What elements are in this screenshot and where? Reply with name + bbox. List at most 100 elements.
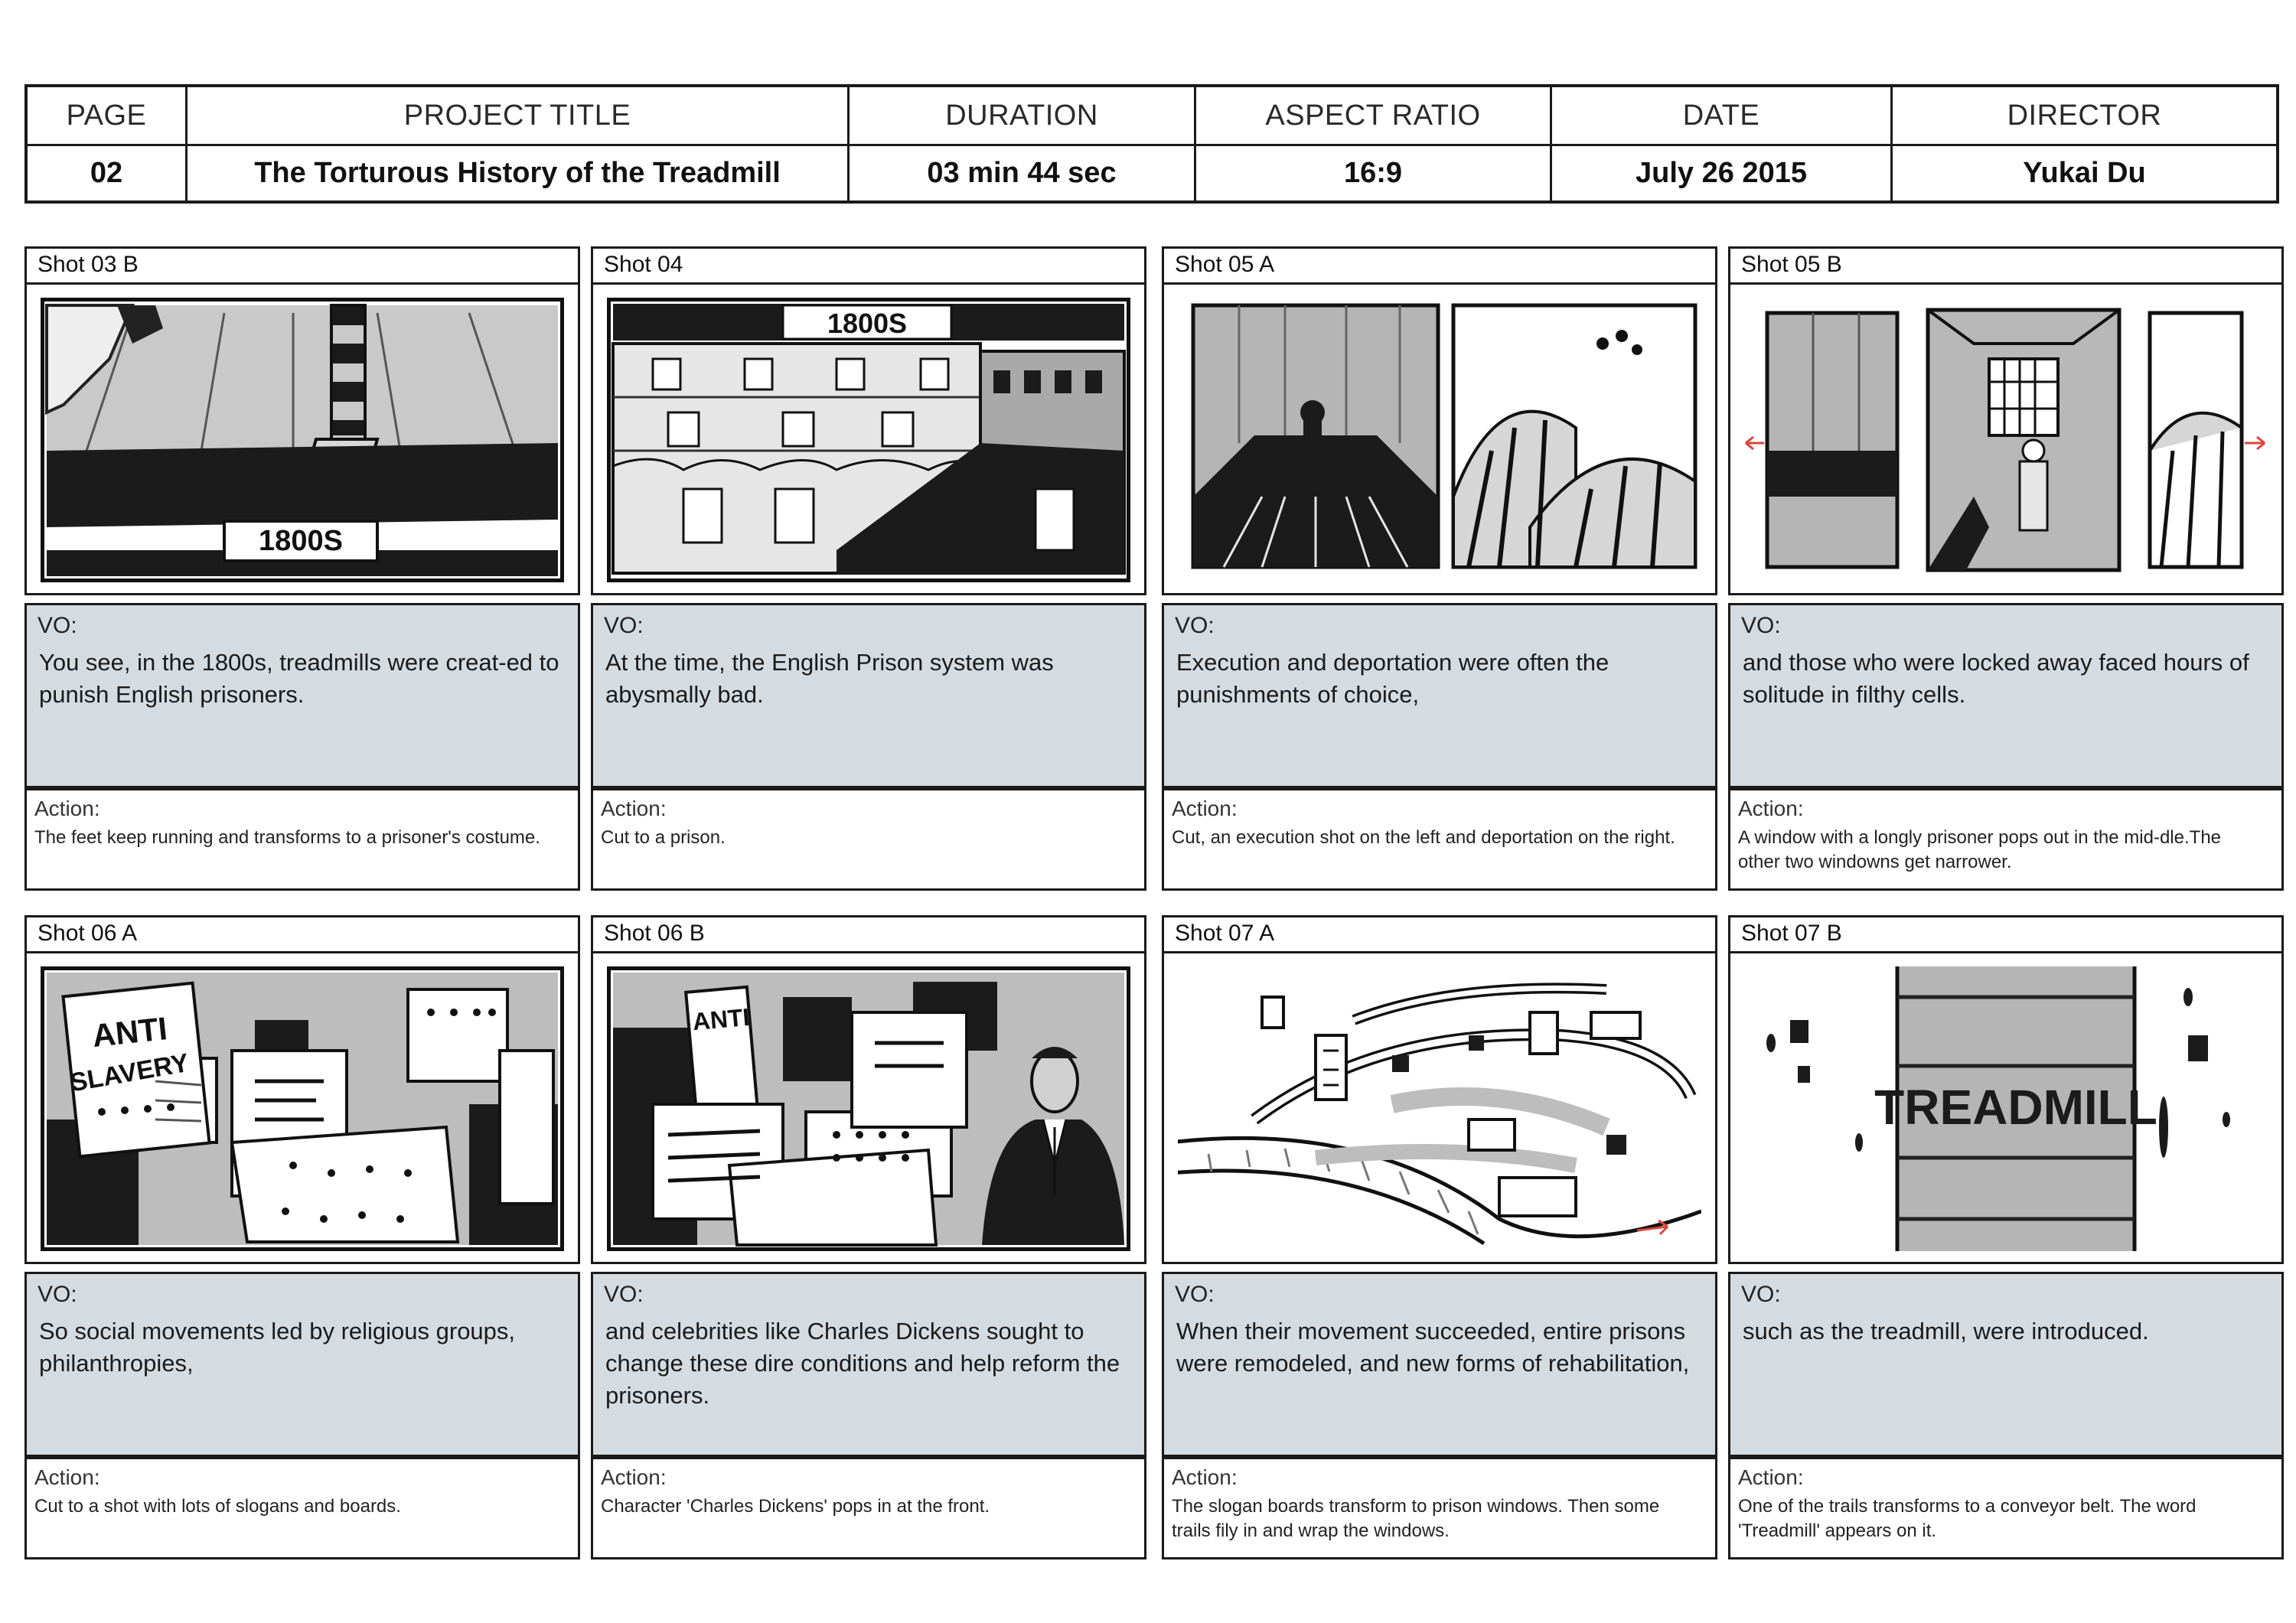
vo-label: VO: xyxy=(604,613,644,638)
storyboard-panel: Shot 05 A VO: Execution and deportation … xyxy=(1162,246,1717,891)
project-title-value: The Torturous History of the Treadmill xyxy=(254,157,781,189)
vo-box: VO: and those who were locked away faced… xyxy=(1728,603,2284,788)
action-text: The feet keep running and transforms to … xyxy=(34,827,540,848)
vo-label: VO: xyxy=(38,1282,77,1307)
vo-text: and celebrities like Charles Dickens sou… xyxy=(605,1318,1120,1409)
action-label: Action: xyxy=(34,797,100,820)
action-label: Action: xyxy=(601,1465,667,1489)
storyboard-panel: Shot 07 A xyxy=(1162,915,1717,1559)
vo-label: VO: xyxy=(604,1282,644,1307)
shot-label: Shot 05 B xyxy=(1741,252,1842,277)
sign-1800s: 1800S xyxy=(259,525,343,557)
sketch-trails-windows xyxy=(1178,983,1701,1251)
shot-box: Shot 06 B ANTI xyxy=(591,915,1146,1264)
shot-label: Shot 06 A xyxy=(38,921,138,946)
director-column: DIRECTOR Yukai Du xyxy=(1893,87,2276,200)
storyboard-panel: Shot 03 B 1800S VO: You see, in xyxy=(24,246,580,891)
shot-box: Shot 05 B xyxy=(1728,246,2284,595)
shot-label: Shot 05 A xyxy=(1175,252,1275,277)
duration-label: DURATION xyxy=(850,87,1194,146)
vo-text: So social movements led by religious gro… xyxy=(39,1318,516,1377)
vo-box: VO: When their movement succeeded, entir… xyxy=(1162,1272,1717,1457)
sketch-prison: 1800S xyxy=(607,298,1130,582)
shot-label: Shot 07 B xyxy=(1741,921,1842,946)
page-label: PAGE xyxy=(28,87,185,146)
divider xyxy=(1730,951,2281,953)
shot-label: Shot 06 B xyxy=(604,921,705,946)
storyboard-panel: Shot 07 B TREADMILL VO: such as the trea… xyxy=(1728,915,2284,1559)
action-text: The slogan boards transform to prison wi… xyxy=(1172,1496,1660,1541)
storyboard-panel: Shot 06 A xyxy=(24,915,580,1559)
vo-label: VO: xyxy=(1175,1282,1215,1307)
shot-label: Shot 03 B xyxy=(38,252,139,277)
action-box: Action: Character 'Charles Dickens' pops… xyxy=(591,1457,1146,1559)
director-value: Yukai Du xyxy=(2023,157,2146,189)
vo-label: VO: xyxy=(1741,613,1781,638)
vo-box: VO: So social movements led by religious… xyxy=(24,1272,580,1457)
action-box: Action: The slogan boards transform to p… xyxy=(1162,1457,1717,1559)
action-label: Action: xyxy=(601,797,667,820)
sign-1800s: 1800S xyxy=(827,308,907,339)
action-box: Action: Cut to a shot with lots of sloga… xyxy=(24,1457,580,1559)
storyboard-panel: Shot 05 B VO: and those who were locked … xyxy=(1728,246,2284,891)
vo-box: VO: such as the treadmill, were introduc… xyxy=(1728,1272,2284,1457)
page-column: PAGE 02 xyxy=(28,87,188,200)
vo-label: VO: xyxy=(1175,613,1215,638)
vo-text: When their movement succeeded, entire pr… xyxy=(1176,1318,1690,1377)
action-text: Cut, an execution shot on the left and d… xyxy=(1172,827,1675,848)
shot-box: Shot 04 1800S xyxy=(591,246,1146,595)
divider xyxy=(593,951,1144,953)
date-value: July 26 2015 xyxy=(1636,157,1807,189)
action-text: Cut to a shot with lots of slogans and b… xyxy=(34,1496,401,1517)
vo-text: Execution and deportation were often the… xyxy=(1176,649,1609,708)
divider xyxy=(593,282,1144,285)
action-text: One of the trails transforms to a convey… xyxy=(1738,1496,2197,1541)
vo-box: VO: Execution and deportation were often… xyxy=(1162,603,1717,788)
project-title-column: PROJECT TITLE The Torturous History of t… xyxy=(188,87,850,200)
director-label: DIRECTOR xyxy=(1893,87,2276,146)
page-value: 02 xyxy=(90,157,123,189)
action-label: Action: xyxy=(1172,1465,1238,1489)
sign-anti: ANTI xyxy=(691,1003,751,1035)
shot-box: Shot 07 B TREADMILL xyxy=(1728,915,2284,1264)
vo-box: VO: and celebrities like Charles Dickens… xyxy=(591,1272,1146,1457)
action-text: A window with a longly prisoner pops out… xyxy=(1738,827,2222,872)
sketch-feet-running: 1800S xyxy=(41,298,564,582)
action-box: Action: One of the trails transforms to … xyxy=(1728,1457,2284,1559)
date-column: DATE July 26 2015 xyxy=(1552,87,1893,200)
storyboard-panel: Shot 06 B ANTI xyxy=(591,915,1146,1559)
vo-text: such as the treadmill, were introduced. xyxy=(1743,1318,2149,1344)
action-box: Action: Cut, an execution shot on the le… xyxy=(1162,788,1717,891)
action-label: Action: xyxy=(34,1465,100,1489)
sketch-execution-deportation xyxy=(1191,303,1698,569)
action-text: Character 'Charles Dickens' pops in at t… xyxy=(601,1496,990,1517)
sign-anti: ANTI xyxy=(90,1010,168,1054)
aspect-ratio-value: 16:9 xyxy=(1343,157,1403,189)
vo-label: VO: xyxy=(1741,1282,1781,1307)
storyboard-header: PAGE 02 PROJECT TITLE The Torturous Hist… xyxy=(24,84,2279,204)
vo-box: VO: You see, in the 1800s, treadmills we… xyxy=(24,603,580,788)
sketch-solitary-cell xyxy=(1745,308,2265,572)
aspect-ratio-column: ASPECT RATIO 16:9 xyxy=(1196,87,1552,200)
sketch-treadmill-word: TREADMILL xyxy=(1766,966,2230,1251)
action-label: Action: xyxy=(1172,797,1238,820)
vo-box: VO: At the time, the English Prison syst… xyxy=(591,603,1146,788)
divider xyxy=(1730,282,2281,285)
divider xyxy=(1164,282,1715,285)
sketch-slogan-boards: ANTI SLAVERY xyxy=(41,966,564,1251)
storyboard-panel: Shot 04 1800S V xyxy=(591,246,1146,891)
divider xyxy=(27,951,578,953)
sketch-charles-dickens: ANTI xyxy=(607,966,1130,1251)
shot-box: Shot 07 A xyxy=(1162,915,1717,1264)
divider xyxy=(27,282,578,285)
shot-label: Shot 04 xyxy=(604,252,683,277)
aspect-ratio-label: ASPECT RATIO xyxy=(1196,87,1550,146)
shot-label: Shot 07 A xyxy=(1175,921,1275,946)
vo-label: VO: xyxy=(38,613,77,638)
vo-text: At the time, the English Prison system w… xyxy=(605,649,1054,708)
action-label: Action: xyxy=(1738,797,1804,820)
action-text: Cut to a prison. xyxy=(601,827,726,848)
action-label: Action: xyxy=(1738,1465,1804,1489)
duration-column: DURATION 03 min 44 sec xyxy=(850,87,1196,200)
shot-box: Shot 03 B 1800S xyxy=(24,246,580,595)
